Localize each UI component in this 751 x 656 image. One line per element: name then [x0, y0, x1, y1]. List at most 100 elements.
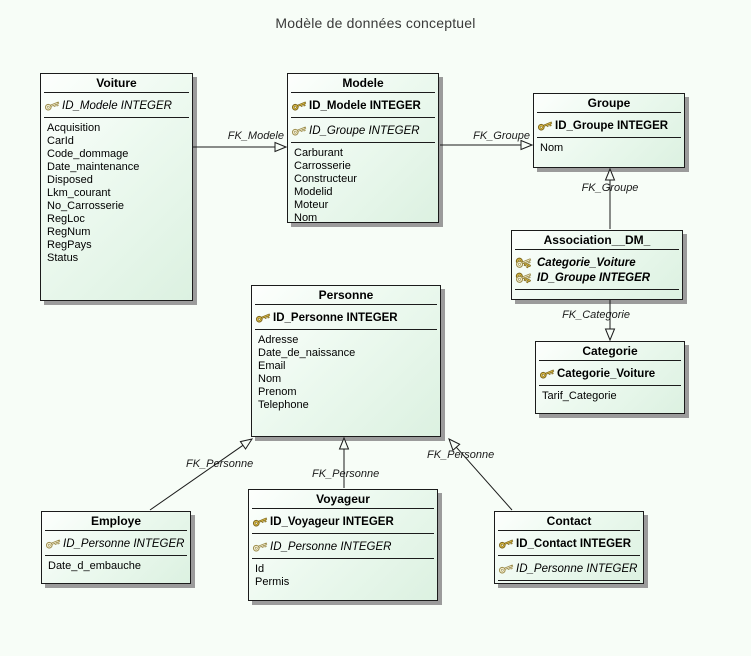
separator-line: [45, 530, 187, 531]
separator-line: [255, 329, 437, 330]
foreign-key-icon: [291, 126, 307, 136]
entity-title: Voyageur: [316, 492, 370, 506]
attribute: Date_maintenance: [47, 161, 140, 173]
attribute: No_Carrosserie: [47, 200, 125, 212]
key-group: ID_Personne INTEGER: [495, 556, 643, 580]
key-label: ID_Voyageur INTEGER: [270, 515, 394, 528]
composite-key-icon: [515, 272, 532, 284]
key-row: ID_Groupe INTEGER: [512, 270, 682, 285]
entity-title: Modele: [342, 76, 384, 90]
foreign-key-icon: [252, 542, 268, 552]
attribute: RegPays: [47, 239, 92, 251]
attribute: Adresse: [258, 334, 299, 346]
primary-key-icon: [255, 313, 271, 323]
attribute: Tarif_Categorie: [542, 390, 617, 402]
key-row: Categorie_Voiture: [512, 255, 682, 270]
separator-line: [539, 385, 681, 386]
fk-connector-label: FK_Modele: [228, 130, 284, 142]
open-arrowhead-icon: [274, 141, 288, 153]
fk-connector-label: FK_Categorie: [562, 309, 630, 321]
attribute-list: Date_d_embauche: [42, 556, 190, 575]
attribute: RegLoc: [47, 213, 85, 225]
separator-line: [255, 304, 437, 305]
attribute: Modelid: [294, 186, 333, 198]
fk-connector-line[interactable]: [149, 444, 244, 511]
fk-connector-line[interactable]: [455, 446, 513, 511]
attribute: Nom: [294, 212, 318, 223]
key-label: ID_Personne INTEGER: [516, 562, 638, 575]
attribute-list: Tarif_Categorie: [536, 386, 684, 405]
attribute: Carrosserie: [294, 160, 351, 172]
entity-title: Voiture: [96, 76, 137, 90]
attribute: Prenom: [258, 386, 297, 398]
key-label: ID_Modele INTEGER: [309, 99, 421, 112]
key-label: ID_Personne INTEGER: [63, 537, 185, 550]
separator-line: [252, 508, 434, 509]
separator-line: [45, 555, 187, 556]
key-group: ID_Personne INTEGER: [249, 534, 437, 558]
key-row: ID_Voyageur INTEGER: [249, 514, 437, 529]
diagram-title: Modèle de données conceptuel: [275, 15, 476, 31]
primary-key-icon: [498, 539, 514, 549]
entity-title: Contact: [546, 514, 592, 528]
composite-key-icon: [515, 257, 532, 269]
foreign-key-icon: [44, 101, 60, 111]
attribute: Constructeur: [294, 173, 357, 185]
attribute: Date_de_naissance: [258, 347, 356, 359]
open-arrowhead-icon: [239, 438, 254, 450]
key-group: ID_Personne INTEGER: [42, 531, 190, 555]
attribute: Acquisition: [47, 122, 101, 134]
key-label: ID_Personne INTEGER: [270, 540, 392, 553]
key-row: ID_Modele INTEGER: [41, 98, 192, 113]
separator-line: [291, 117, 435, 118]
key-row: ID_Contact INTEGER: [495, 536, 643, 551]
key-label: Categorie_Voiture: [557, 367, 656, 380]
key-row: ID_Groupe INTEGER: [534, 118, 684, 133]
primary-key-icon: [537, 121, 553, 131]
attribute: Status: [47, 252, 79, 264]
attribute: Carburant: [294, 147, 343, 159]
separator-line: [252, 533, 434, 534]
separator-line: [252, 558, 434, 559]
open-arrowhead-icon: [338, 436, 350, 450]
key-row: ID_Personne INTEGER: [42, 536, 190, 551]
separator-line: [291, 92, 435, 93]
attribute: Nom: [540, 142, 564, 154]
key-row: ID_Personne INTEGER: [252, 310, 440, 325]
key-row: Categorie_Voiture: [536, 366, 684, 381]
attribute: Disposed: [47, 174, 93, 186]
key-label: ID_Personne INTEGER: [273, 311, 398, 324]
attribute: RegNum: [47, 226, 91, 238]
key-label: ID_Contact INTEGER: [516, 537, 632, 550]
key-group: ID_Modele INTEGER: [288, 93, 438, 117]
primary-key-icon: [291, 101, 307, 111]
fk-connector-label: FK_Groupe: [473, 130, 530, 142]
attribute: Code_dommage: [47, 148, 129, 160]
separator-line: [515, 289, 679, 290]
fk-connector-label: FK_Personne: [312, 468, 379, 480]
separator-line: [537, 137, 681, 138]
primary-key-icon: [539, 369, 555, 379]
separator-line: [44, 92, 189, 93]
key-label: ID_Groupe INTEGER: [309, 124, 420, 137]
key-group: ID_Groupe INTEGER: [534, 113, 684, 137]
open-arrowhead-icon: [448, 438, 461, 452]
open-arrowhead-icon: [520, 139, 534, 151]
entity-title: Employe: [90, 514, 141, 528]
key-group: ID_Voyageur INTEGER: [249, 509, 437, 533]
separator-line: [537, 112, 681, 113]
